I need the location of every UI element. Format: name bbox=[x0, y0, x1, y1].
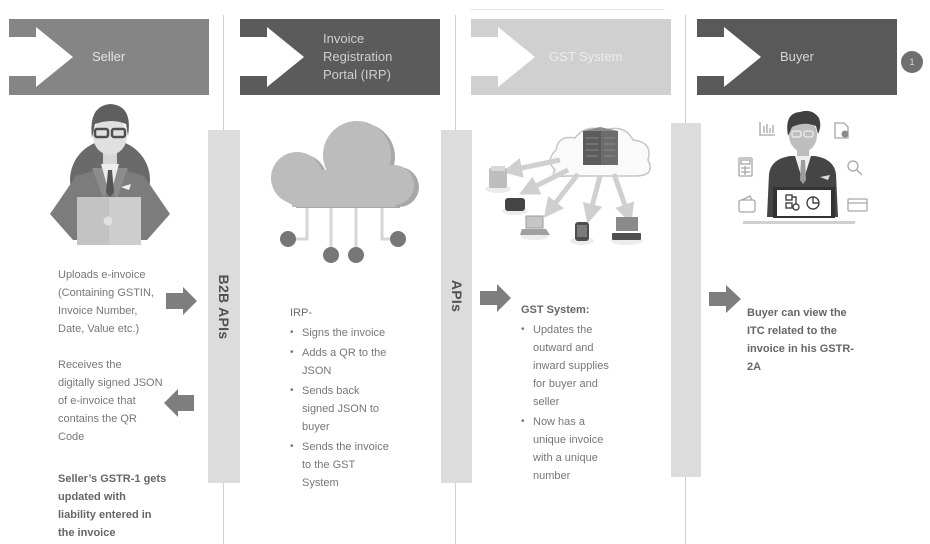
list-item: Updates the outward and inward supplies … bbox=[521, 321, 609, 411]
text-line: digitally signed JSON bbox=[58, 377, 163, 389]
header-irp: Invoice Registration Portal (IRP) bbox=[240, 19, 440, 95]
header-buyer: Buyer bbox=[697, 19, 897, 95]
list-item: Now has a unique invoice with a unique n… bbox=[521, 413, 609, 485]
list-item: Sends back signed JSON to buyer bbox=[290, 382, 389, 436]
text-line: Updates the bbox=[533, 324, 593, 336]
list-item: Signs the invoice bbox=[290, 324, 389, 342]
text-line: buyer bbox=[302, 421, 330, 433]
arrow-right-icon bbox=[166, 287, 197, 315]
text-line: 2A bbox=[747, 361, 762, 373]
text-line: contains the QR bbox=[58, 413, 137, 425]
text-line: Uploads e-invoice bbox=[58, 269, 146, 281]
text-line: Invoice Number, bbox=[58, 305, 138, 317]
header-label: Seller bbox=[92, 49, 126, 64]
header-label: GST System bbox=[549, 49, 623, 64]
text-line: seller bbox=[533, 396, 560, 408]
gst-system-description: GST System: Updates the outward and inwa… bbox=[521, 301, 609, 485]
gst-bullet-list: Updates the outward and inward supplies … bbox=[521, 321, 609, 485]
text-line: Sends back bbox=[302, 385, 360, 397]
top-divider bbox=[470, 9, 665, 10]
irp-cloud-illustration-icon bbox=[271, 121, 419, 263]
arrow-right-icon bbox=[697, 27, 761, 87]
text-line: Code bbox=[58, 431, 85, 443]
connector-label: APIs bbox=[448, 279, 465, 313]
header-label: Invoice bbox=[323, 31, 365, 46]
text-line: to the GST bbox=[302, 459, 356, 471]
seller-illustration-icon bbox=[50, 104, 170, 245]
irp-description: IRP- Signs the invoice Adds a QR to theJ… bbox=[290, 304, 389, 492]
arrow-right-icon bbox=[240, 27, 304, 87]
connector-bar-b2b-apis: B2B APIs bbox=[208, 130, 240, 483]
seller-gstr1-text: Seller’s GSTR-1 gets updated with liabil… bbox=[58, 470, 166, 542]
seller-upload-text: Uploads e-invoice (Containing GSTIN, Inv… bbox=[58, 266, 154, 338]
buyer-illustration-icon bbox=[738, 110, 868, 224]
irp-title: IRP- bbox=[290, 307, 312, 319]
gst-system-title: GST System: bbox=[521, 304, 590, 316]
text-line: Adds a QR to the bbox=[302, 347, 387, 359]
header-label: Registration bbox=[323, 49, 393, 64]
text-line: for buyer and bbox=[533, 378, 598, 390]
arrow-right-icon bbox=[480, 284, 511, 312]
text-line: inward supplies bbox=[533, 360, 609, 372]
text-line: number bbox=[533, 470, 571, 482]
text-line: JSON bbox=[302, 365, 332, 377]
step-number-badge: 1 bbox=[901, 51, 923, 73]
text-line: invoice in his GSTR- bbox=[747, 343, 854, 355]
text-line: System bbox=[302, 477, 339, 489]
text-line: unique invoice bbox=[533, 434, 604, 446]
header-label: Buyer bbox=[780, 49, 814, 64]
arrow-left-icon bbox=[164, 389, 194, 417]
seller-receive-text: Receives the digitally signed JSON of e-… bbox=[58, 356, 163, 446]
text-line: (Containing GSTIN, bbox=[58, 287, 154, 299]
text-line: Signs the invoice bbox=[302, 327, 386, 339]
connector-bar-buyer bbox=[671, 123, 701, 477]
list-item: Sends the invoice to the GST System bbox=[290, 438, 389, 492]
text-line: Receives the bbox=[58, 359, 122, 371]
text-line: updated with bbox=[58, 491, 126, 503]
header-gst-system: GST System bbox=[471, 19, 671, 95]
text-line: of e-invoice that bbox=[58, 395, 136, 407]
arrow-right-icon bbox=[709, 285, 741, 313]
text-line: Sends the invoice bbox=[302, 441, 389, 453]
arrow-right-icon bbox=[471, 27, 535, 87]
text-line: Now has a bbox=[533, 416, 585, 428]
text-line: Date, Value etc.) bbox=[58, 323, 140, 335]
connector-bar-apis: APIs bbox=[441, 130, 472, 483]
buyer-description: Buyer can view the ITC related to the in… bbox=[747, 304, 854, 376]
text-line: with a unique bbox=[533, 452, 598, 464]
gst-network-illustration-icon bbox=[485, 127, 651, 245]
text-line: ITC related to the bbox=[747, 325, 837, 337]
text-line: Seller’s GSTR-1 gets bbox=[58, 473, 167, 485]
text-line: outward and bbox=[533, 342, 594, 354]
text-line: liability entered in bbox=[58, 509, 152, 521]
connector-label: B2B APIs bbox=[216, 274, 232, 339]
text-line: signed JSON to bbox=[302, 403, 380, 415]
header-seller: Seller bbox=[9, 19, 209, 95]
header-label: Portal (IRP) bbox=[323, 67, 391, 82]
arrow-right-icon bbox=[9, 27, 73, 87]
text-line: the invoice bbox=[58, 527, 116, 539]
text-line: Buyer can view the bbox=[747, 307, 847, 319]
